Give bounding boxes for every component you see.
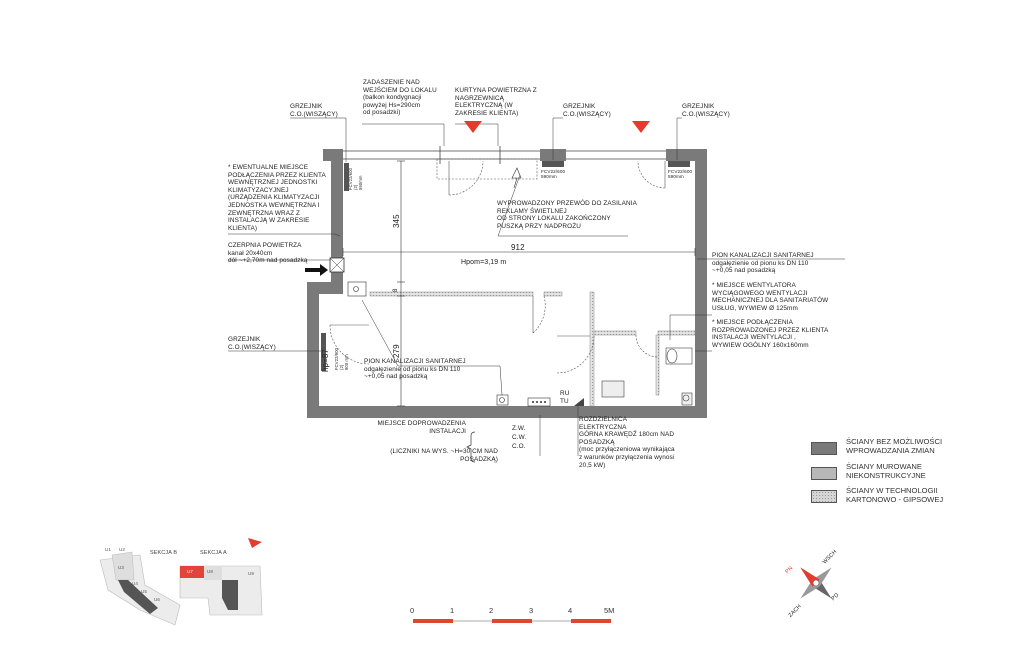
label-heating: C.O. xyxy=(512,443,526,450)
air-curtain-device xyxy=(511,167,522,189)
dimension-height-upper: 345 xyxy=(392,214,401,228)
label-ventilation-connection: * MIEJSCE PODŁĄCZENIA ROZPROWADZONEJ PRZ… xyxy=(712,319,829,349)
keyplan-unit: U2 xyxy=(119,547,125,552)
scale-tick: 3 xyxy=(529,606,534,615)
label-meters: (LICZNIKI NA WYS. ~H=30 CM NAD POSADZKĄ) xyxy=(390,448,498,463)
label-exhaust-fan: * MIEJSCE WENTYLATORA WYCIĄGOWEGO WENTYL… xyxy=(712,282,829,312)
storefront-glazing xyxy=(343,146,666,164)
radiator-top-right xyxy=(668,161,690,167)
label-radiator-left: GRZEJNIK C.O.(WISZĄCY) xyxy=(228,336,276,351)
inner-doors xyxy=(329,295,659,374)
scale-tick: 0 xyxy=(410,606,415,615)
keyplan-north-arrow xyxy=(248,538,262,548)
keyplan xyxy=(99,551,263,626)
label-tu: TU xyxy=(560,398,569,405)
label-fcv-top-left: FCV22/600 (2) 590mm xyxy=(348,167,363,190)
label-fcv-top-mid: FCV22/600 590mm xyxy=(541,169,566,180)
legend-swatch-structural xyxy=(811,442,837,455)
installation-box xyxy=(527,397,551,407)
dimension-height-lower: 279 xyxy=(392,344,401,358)
keyplan-unit: U8 xyxy=(207,569,213,574)
label-hp: hp=87 xyxy=(321,349,330,372)
right-door xyxy=(637,160,666,189)
scale-bar xyxy=(413,619,611,623)
air-curtain-marker xyxy=(464,121,482,133)
label-canopy: ZADASZENIE NAD WEJŚCIEM DO LOKALU (balko… xyxy=(363,79,437,117)
legend-swatch-masonry xyxy=(811,467,837,480)
label-air-curtain: KURTYNA POWIETRZNA Z NAGRZEWNICĄ ELEKTRY… xyxy=(455,87,537,117)
pipe-risers xyxy=(347,281,509,406)
keyplan-unit: U3 xyxy=(118,565,124,570)
label-sign-cable: WYPROWADZONY PRZEWÓD DO ZASILANIA REKLAM… xyxy=(497,200,637,230)
scale-tick: 4 xyxy=(568,606,573,615)
keyplan-unit: U1 xyxy=(105,547,111,552)
label-sewer-riser-right: PION KANALIZACJI SANITARNEJ odgałęzienie… xyxy=(712,252,814,275)
radiator-left xyxy=(321,333,326,371)
label-hot-water: C.W. xyxy=(512,434,527,441)
scale-tick: 2 xyxy=(489,606,494,615)
keyplan-unit: U5 xyxy=(141,589,147,594)
label-room-height: Hpom=3,19 m xyxy=(461,259,507,266)
label-radiator-top-mid: GRZEJNIK C.O.(WISZĄCY) xyxy=(563,103,611,118)
scale-tick: 1 xyxy=(450,606,455,615)
keyplan-unit: U6 xyxy=(154,597,160,602)
label-sewer-riser-mid: PION KANALIZACJI SANITARNEJ odgałęzienie… xyxy=(364,358,466,381)
dimension-lines xyxy=(342,160,696,407)
label-radiator-top-right: GRZEJNIK C.O.(WISZĄCY) xyxy=(682,103,730,118)
leader-lines xyxy=(228,117,845,456)
label-radiator-top-left: GRZEJNIK C.O.(WISZĄCY) xyxy=(290,103,338,118)
keyplan-unit: U7 xyxy=(187,569,193,574)
partition-walls xyxy=(369,291,696,407)
legend-swatch-drywall xyxy=(811,490,837,503)
air-intake-arrow xyxy=(305,264,328,276)
label-installation-supply: MIEJSCE DOPROWADZENIA INSTALACJI xyxy=(377,420,466,435)
label-ru: RU xyxy=(560,390,570,397)
right-entrance-marker xyxy=(632,121,650,133)
radiator-top-left xyxy=(344,163,349,191)
dimension-width: 912 xyxy=(511,243,525,252)
dimension-wall: 8 xyxy=(393,288,399,292)
wc-fixtures xyxy=(601,347,693,406)
entrance-door xyxy=(448,160,484,196)
keyplan-unit: U4 xyxy=(132,581,138,586)
canopy-outline xyxy=(436,158,538,180)
keyplan-section-b: SEKCJA B xyxy=(150,550,178,556)
label-distribution-board: ROZDZIELNICA ELEKTRYCZNA GÓRNA KRAWĘDŹ 1… xyxy=(579,416,675,469)
label-air-intake: CZERPNIA POWIETRZA kanał 20x40cm dół ~+2… xyxy=(228,242,308,265)
label-cold-water: Z.W. xyxy=(512,425,526,432)
legend-text-structural: ŚCIANY BEZ MOŻLIWOŚCI WPROWADZANIA ZMIAN xyxy=(846,437,943,455)
keyplan-section-a: SEKCJA A xyxy=(200,550,227,556)
scale-tick: 5M xyxy=(604,606,615,615)
legend-text-drywall: ŚCIANY W TECHNOLOGII KARTONOWO - GIPSOWE… xyxy=(846,486,944,504)
label-fcv-top-right: FCV22/600 590mm xyxy=(668,169,693,180)
compass-rose xyxy=(800,567,832,599)
radiator-top-mid xyxy=(542,161,564,167)
electrical-board xyxy=(574,398,584,406)
supply-brace xyxy=(466,431,476,463)
legend-text-masonry: ŚCIANY MUROWANE NIEKONSTRUKCYJNE xyxy=(846,462,926,480)
keyplan-unit: U9 xyxy=(248,571,254,576)
label-air-conditioning: * EWENTUALNE MIEJSCE PODŁĄCZENIA PRZEZ K… xyxy=(228,164,326,232)
label-fcv-left: FCV22/900 (2) 900 mm xyxy=(334,347,349,370)
